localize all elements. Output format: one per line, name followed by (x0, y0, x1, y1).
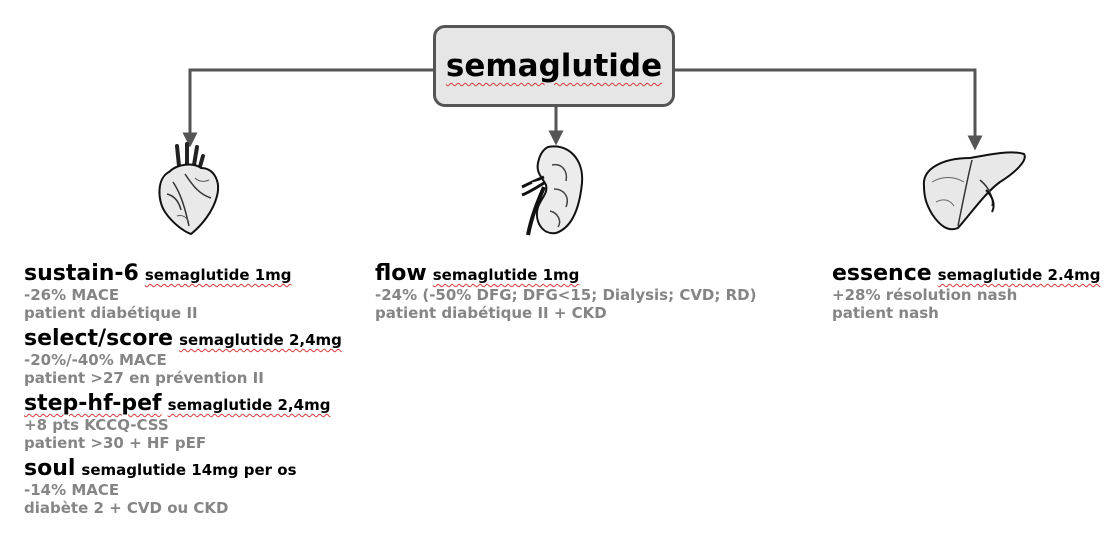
trial-drug: semaglutide 2,4mg (179, 331, 342, 349)
trial-soul: soul semaglutide 14mg per os -14% MACE di… (24, 458, 342, 516)
trial-step-hf-pef: step-hf-pef semaglutide 2,4mg +8 pts KCCQ… (24, 393, 342, 451)
trial-sustain-6: sustain-6 semaglutide 1mg -26% MACE patie… (24, 263, 342, 321)
trial-result: -20%/-40% MACE (24, 351, 167, 369)
trial-population: patient nash (832, 304, 939, 322)
arrow-to-heart (182, 68, 433, 148)
trial-name: sustain-6 (24, 261, 139, 286)
root-node: semaglutide (433, 25, 675, 107)
trial-population: patient diabétique II + CKD (375, 304, 607, 322)
heart-icon (158, 142, 219, 236)
heart-column: sustain-6 semaglutide 1mg -26% MACE patie… (24, 263, 342, 516)
liver-column: essence semaglutide 2.4mg +28% résolution… (832, 263, 1100, 321)
liver-icon (922, 151, 1026, 231)
trial-drug: semaglutide 1mg (144, 266, 292, 284)
trial-population: patient >27 en prévention II (24, 369, 264, 387)
trial-population: patient diabétique II (24, 304, 198, 322)
trial-result: -26% MACE (24, 286, 120, 304)
trial-population: diabète 2 + CVD ou CKD (24, 499, 229, 517)
kidney-icon (521, 145, 584, 236)
arrow-to-liver (675, 68, 983, 151)
trial-name: select/score (24, 326, 174, 351)
trial-name: step-hf-pef (24, 391, 162, 416)
trial-population: patient >30 + HF pEF (24, 434, 207, 452)
kidney-column: flow semaglutide 1mg -24% (-50% DFG; DFG<… (375, 263, 756, 321)
trial-flow: flow semaglutide 1mg -24% (-50% DFG; DFG<… (375, 263, 756, 321)
trial-drug: semaglutide 1mg (432, 266, 580, 284)
trial-drug: semaglutide 2.4mg (937, 266, 1101, 284)
trial-name: flow (375, 261, 427, 286)
trial-select-score: select/score semaglutide 2,4mg -20%/-40% … (24, 328, 342, 386)
trial-name: soul (24, 456, 76, 481)
root-label: semaglutide (445, 48, 663, 84)
trial-drug: semaglutide 14mg per os (81, 461, 297, 479)
trial-name: essence (832, 261, 932, 286)
trial-result: -24% (-50% DFG; DFG<15; Dialysis; CVD; R… (375, 286, 757, 304)
trial-result: -14% MACE (24, 481, 120, 499)
trial-essence: essence semaglutide 2.4mg +28% résolution… (832, 263, 1100, 321)
trial-result: +8 pts KCCQ-CSS (24, 416, 169, 434)
trial-drug: semaglutide 2,4mg (167, 396, 331, 414)
trial-result: +28% résolution nash (832, 286, 1018, 304)
